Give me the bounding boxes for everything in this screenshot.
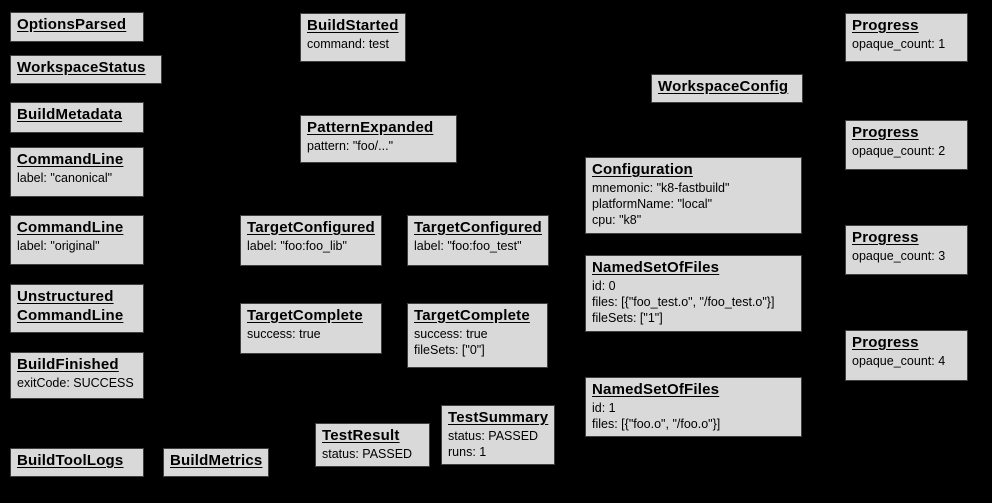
node-target-complete-foo-lib: TargetComplete success: true — [240, 303, 382, 354]
node-test-summary: TestSummary status: PASSED runs: 1 — [441, 405, 556, 466]
node-field: status: PASSED — [322, 446, 413, 461]
node-build-started: BuildStarted command: test — [300, 13, 406, 62]
node-field: opaque_count: 2 — [852, 143, 946, 158]
node-title: TargetComplete — [414, 307, 530, 324]
node-field: command: test — [307, 36, 389, 51]
node-title: CommandLine — [17, 219, 124, 236]
node-title: TargetConfigured — [414, 219, 542, 236]
node-target-configured-foo-test: TargetConfigured label: "foo:foo_test" — [407, 215, 549, 266]
node-workspace-config: WorkspaceConfig — [651, 74, 803, 103]
node-title: BuildMetrics — [170, 452, 263, 469]
node-field: pattern: "foo/..." — [307, 138, 394, 153]
node-workspace-status: WorkspaceStatus — [10, 55, 162, 84]
node-field: platformName: "local" — [592, 197, 713, 211]
node-pattern-expanded: PatternExpanded pattern: "foo/..." — [300, 115, 457, 163]
node-field: fileSets: ["0"] — [414, 343, 485, 357]
node-build-metrics: BuildMetrics — [163, 448, 270, 477]
node-title: OptionsParsed — [17, 16, 127, 33]
node-title: PatternExpanded — [307, 119, 434, 136]
node-build-tool-logs: BuildToolLogs — [10, 448, 144, 477]
node-field: mnemonic: "k8-fastbuild" — [592, 180, 730, 195]
node-named-set-of-files-0: NamedSetOfFiles id: 0 files: [{"foo_test… — [585, 255, 802, 332]
node-title: WorkspaceConfig — [658, 78, 789, 95]
node-title: BuildStarted — [307, 17, 399, 34]
node-options-parsed: OptionsParsed — [10, 12, 144, 42]
node-title: NamedSetOfFiles — [592, 381, 720, 398]
node-field: id: 0 — [592, 278, 616, 293]
node-test-result: TestResult status: PASSED — [315, 423, 430, 467]
node-progress-1: Progress opaque_count: 1 — [845, 13, 968, 62]
node-title: Progress — [852, 124, 919, 141]
node-title: BuildMetadata — [17, 106, 123, 123]
node-title: Configuration — [592, 161, 693, 178]
node-title: Progress — [852, 229, 919, 246]
node-title: BuildFinished — [17, 356, 119, 373]
node-title: Progress — [852, 17, 919, 34]
node-progress-3: Progress opaque_count: 3 — [845, 225, 968, 275]
node-title: BuildToolLogs — [17, 452, 124, 469]
node-title: TestResult — [322, 427, 400, 444]
node-progress-2: Progress opaque_count: 2 — [845, 120, 968, 170]
node-title: Progress — [852, 334, 919, 351]
node-field: success: true — [414, 326, 488, 341]
node-configuration: Configuration mnemonic: "k8-fastbuild" p… — [585, 157, 802, 234]
node-field: cpu: "k8" — [592, 213, 642, 228]
node-field: exitCode: SUCCESS — [17, 375, 134, 390]
node-field: files: [{"foo_test.o", "/foo_test.o"}] — [592, 295, 775, 309]
node-field: label: "foo:foo_lib" — [247, 238, 347, 253]
node-title: TargetComplete — [247, 307, 363, 324]
node-field: label: "foo:foo_test" — [414, 238, 522, 253]
node-field: id: 1 — [592, 400, 616, 415]
node-field: opaque_count: 3 — [852, 248, 946, 263]
node-title: TargetConfigured — [247, 219, 375, 236]
node-title: TestSummary — [448, 409, 549, 426]
node-title: WorkspaceStatus — [17, 59, 146, 76]
node-target-complete-foo-test: TargetComplete success: true fileSets: [… — [407, 303, 548, 368]
node-build-finished: BuildFinished exitCode: SUCCESS — [10, 352, 144, 399]
node-field: fileSets: ["1"] — [592, 311, 663, 326]
node-field: label: "canonical" — [17, 170, 113, 185]
node-field: opaque_count: 4 — [852, 353, 946, 368]
node-field: runs: 1 — [448, 445, 487, 459]
node-field: files: [{"foo.o", "/foo.o"}] — [592, 417, 721, 431]
node-title: Unstructured CommandLine — [17, 288, 124, 324]
node-command-line-canonical: CommandLine label: "canonical" — [10, 147, 144, 197]
node-named-set-of-files-1: NamedSetOfFiles id: 1 files: [{"foo.o", … — [585, 377, 802, 438]
node-field: label: "original" — [17, 238, 100, 253]
node-target-configured-foo-lib: TargetConfigured label: "foo:foo_lib" — [240, 215, 382, 266]
node-field: success: true — [247, 326, 321, 341]
node-title: NamedSetOfFiles — [592, 259, 720, 276]
node-command-line-original: CommandLine label: "original" — [10, 215, 144, 265]
node-unstructured-command-line: Unstructured CommandLine — [10, 284, 144, 333]
node-field: status: PASSED — [448, 428, 539, 443]
node-title: CommandLine — [17, 151, 124, 168]
node-build-metadata: BuildMetadata — [10, 102, 144, 133]
node-progress-4: Progress opaque_count: 4 — [845, 330, 968, 381]
node-field: opaque_count: 1 — [852, 36, 946, 51]
